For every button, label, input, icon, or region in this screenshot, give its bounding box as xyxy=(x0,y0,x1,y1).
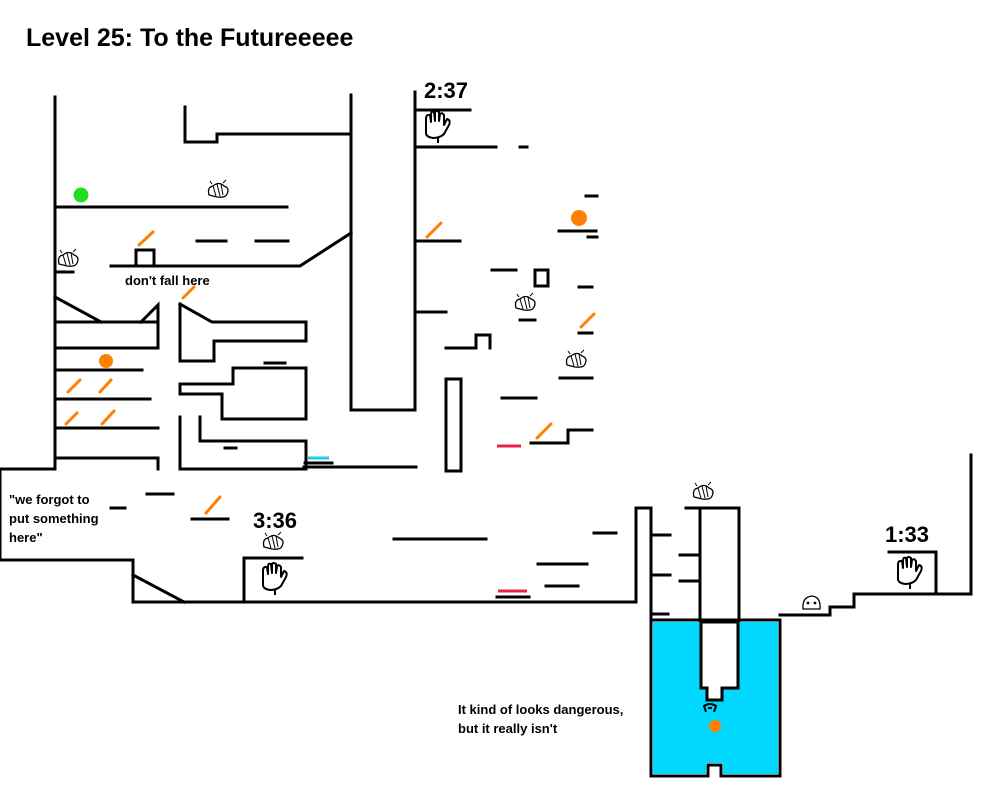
shadow-critter-icon xyxy=(702,703,718,713)
timer-label: 1:33 xyxy=(885,522,930,547)
skull-critter-icon xyxy=(802,595,821,610)
glove-icon xyxy=(425,110,451,144)
bee-enemy-icon xyxy=(262,531,284,550)
dont-fall-note: don't fall here xyxy=(125,273,210,288)
critter xyxy=(702,595,821,713)
dash-pad xyxy=(579,312,596,329)
forgot-note-line: put something xyxy=(9,511,99,526)
danger-note-line: but it really isn't xyxy=(458,721,558,736)
dash-pads xyxy=(64,221,596,515)
dash-pad xyxy=(181,285,196,300)
water-pool xyxy=(653,620,778,774)
dash-pad xyxy=(64,411,79,426)
bee-enemy-icon xyxy=(207,179,229,198)
terrain-walls xyxy=(0,90,973,778)
orange-orbs[interactable] xyxy=(99,210,721,732)
dash-pad xyxy=(137,230,155,247)
switches[interactable] xyxy=(308,444,527,593)
goal-orb[interactable] xyxy=(73,187,89,203)
orange-orb xyxy=(709,720,721,732)
timer-label: 3:36 xyxy=(253,508,298,533)
dash-pad xyxy=(100,409,116,426)
orange-orb xyxy=(99,354,113,368)
glove-icon xyxy=(897,556,923,590)
bee-enemy-icon xyxy=(565,349,587,368)
bee-enemy-icon xyxy=(692,481,714,500)
bee-enemy-icon xyxy=(57,248,79,267)
timer-label: 2:37 xyxy=(424,78,469,103)
dash-pad xyxy=(535,422,553,440)
forgot-note-line: "we forgot to xyxy=(9,492,90,507)
glove-icon xyxy=(262,562,288,596)
bee-enemy-icon xyxy=(514,292,536,311)
danger-note-line: It kind of looks dangerous, xyxy=(458,702,624,717)
dash-pad xyxy=(98,378,113,394)
forgot-note-line: here" xyxy=(9,530,43,545)
level-title: Level 25: To the Futureeeee xyxy=(26,24,354,52)
dash-pad xyxy=(425,221,443,239)
dash-pad xyxy=(66,378,82,394)
checkpoints[interactable] xyxy=(262,110,923,596)
dash-pad xyxy=(204,495,222,515)
orange-orb xyxy=(571,210,587,226)
